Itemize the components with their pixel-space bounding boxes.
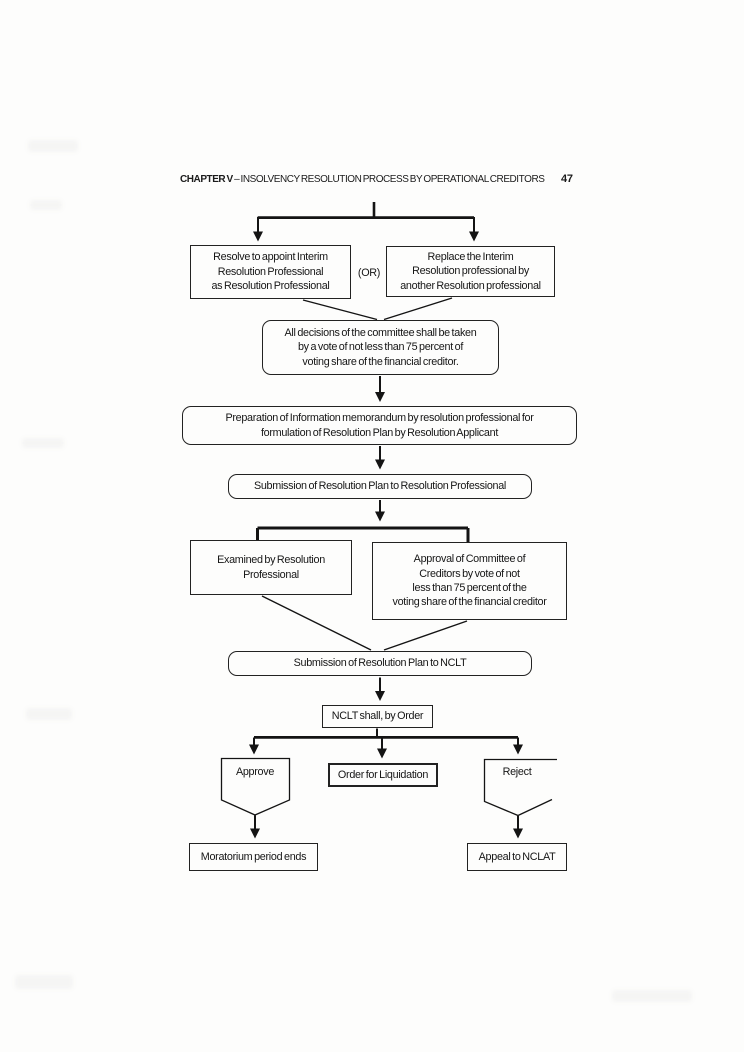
chapter-header: CHAPTER V – INSOLVENCY RESOLUTION PROCES… <box>180 174 580 185</box>
page-number: 47 <box>561 173 573 185</box>
node-moratorium-ends: Moratorium period ends <box>189 843 318 871</box>
chapter-title: – INSOLVENCY RESOLUTION PROCESS BY OPERA… <box>232 174 545 185</box>
node-resolve-appoint: Resolve to appoint Interim Resolution Pr… <box>190 245 351 299</box>
node-committee-decisions: All decisions of the committee shall be … <box>262 320 499 375</box>
node-coc-approval: Approval of Committee of Creditors by vo… <box>372 542 567 620</box>
reject-pentagon-shape <box>483 758 557 817</box>
approve-pentagon-shape <box>220 757 291 816</box>
diag-resolve-to-decisions <box>302 299 378 321</box>
scan-artifact <box>22 438 64 448</box>
scan-artifact <box>612 990 692 1002</box>
scan-artifact <box>26 708 72 720</box>
reject-label: Reject <box>502 766 532 778</box>
node-appeal-to-nclat: Appeal to NCLAT <box>467 843 567 871</box>
approve-label: Approve <box>235 766 275 778</box>
node-info-memorandum: Preparation of Information memorandum by… <box>182 406 577 445</box>
chapter-label: CHAPTER V <box>180 174 233 185</box>
scan-artifact <box>28 140 78 152</box>
scan-artifact <box>15 975 73 989</box>
node-nclt-order: NCLT shall, by Order <box>322 705 433 728</box>
node-submission-to-rp: Submission of Resolution Plan to Resolut… <box>228 474 532 499</box>
node-order-for-liquidation: Order for Liquidation <box>328 763 438 787</box>
diag-examined-to-nclt <box>261 595 372 651</box>
diag-approval-to-nclt <box>383 620 468 651</box>
diag-replace-to-decisions <box>383 297 453 321</box>
scan-artifact <box>30 200 62 210</box>
node-replace-interim: Replace the Interim Resolution professio… <box>386 246 555 297</box>
or-label: (OR) <box>357 267 381 279</box>
node-examined-by-rp: Examined by Resolution Professional <box>190 540 352 595</box>
node-submission-to-nclt: Submission of Resolution Plan to NCLT <box>228 651 532 676</box>
